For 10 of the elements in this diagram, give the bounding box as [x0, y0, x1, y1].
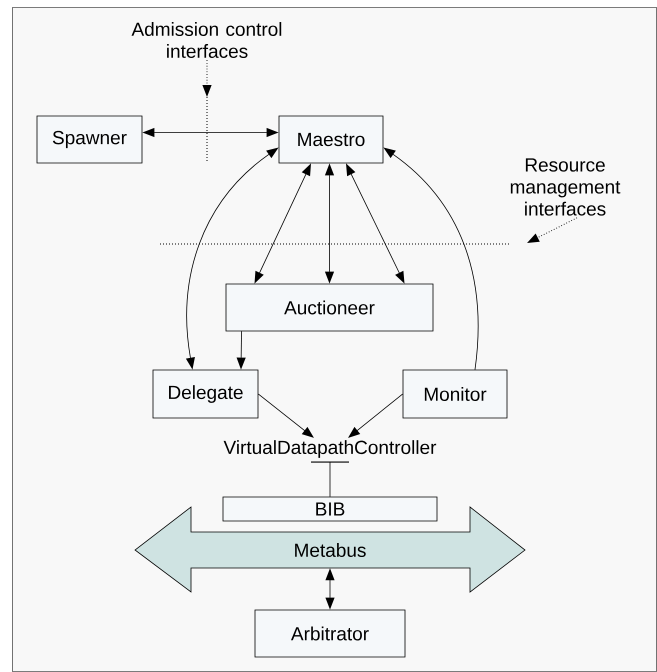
process-box: Arbitrator	[254, 610, 406, 658]
process-box: Maestro	[278, 116, 384, 164]
component-label: VirtualDatapathController	[224, 440, 436, 458]
bus-interface-box: BIB	[222, 496, 438, 522]
process-box: Spawner	[36, 116, 142, 164]
process-box: Monitor	[402, 370, 508, 418]
process-box: Auctioneer	[226, 284, 434, 332]
annotation-text: Admission control interfaces	[132, 22, 282, 58]
annotation-text: Resource management interfaces	[510, 158, 620, 216]
process-box: Delegate	[152, 370, 258, 418]
